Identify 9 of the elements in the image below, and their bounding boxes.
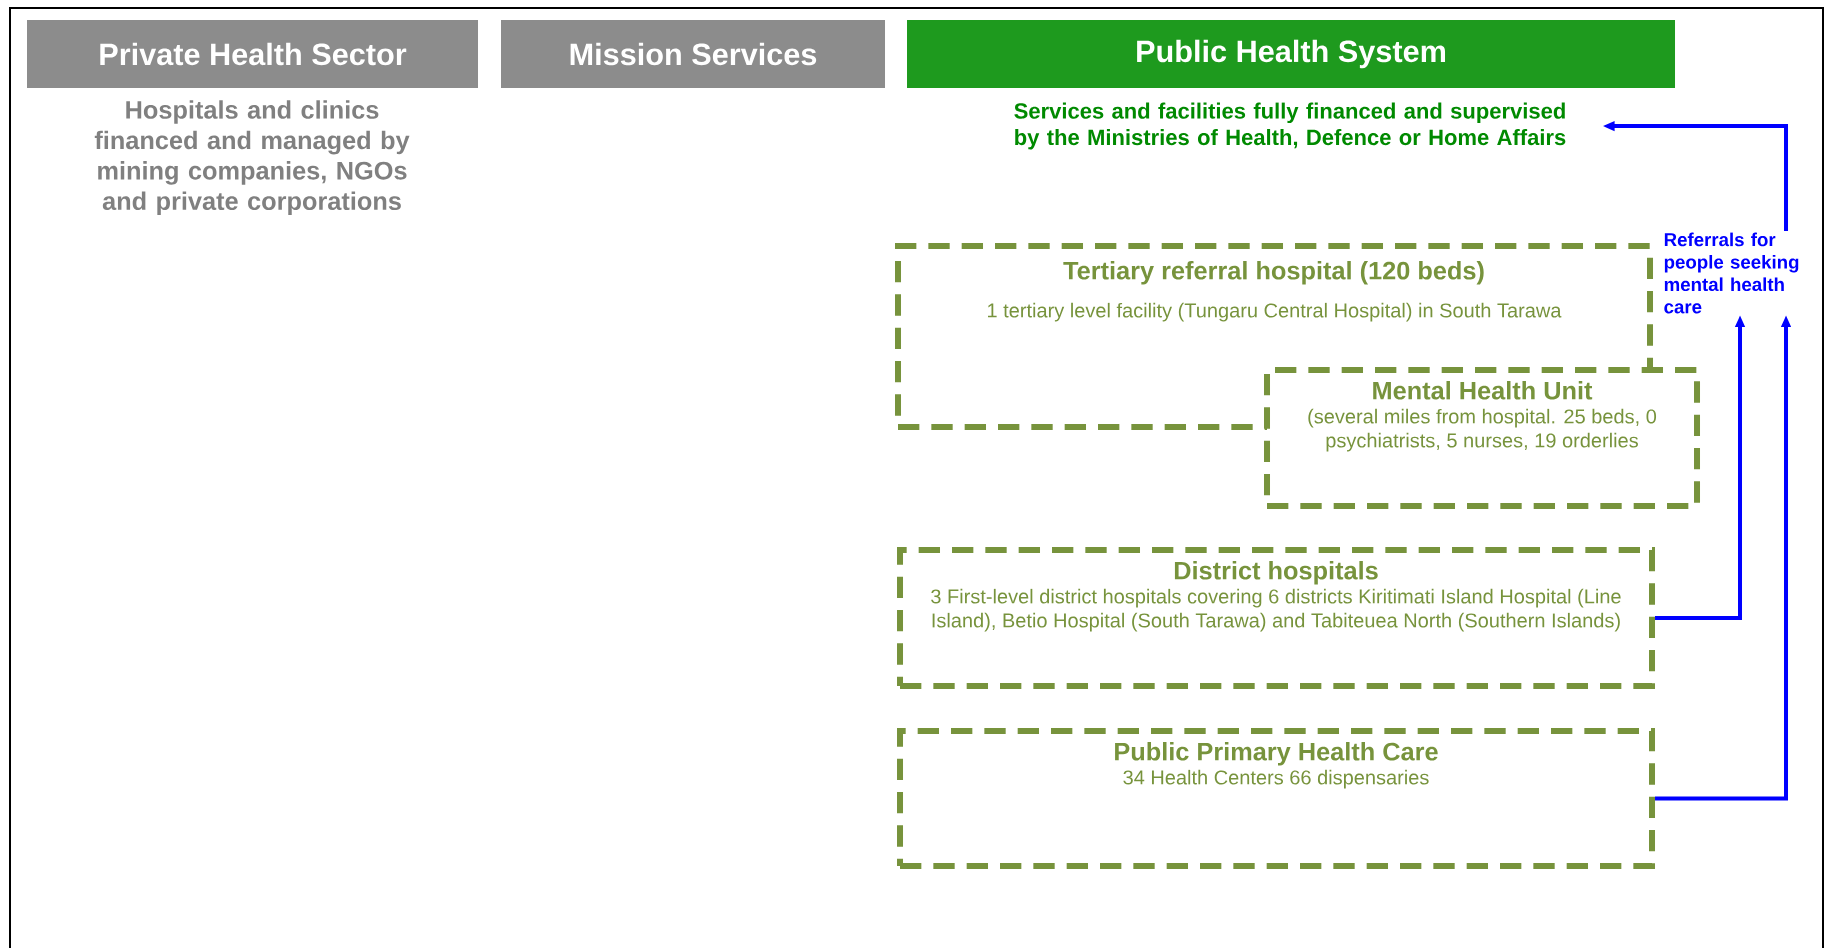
header-bar: Private Health Sector [27,20,478,88]
note-text: Referrals for people seeking mental health care [1664,232,1799,314]
header-bar: Public Health System [907,20,1675,88]
header-bar: Mission Services [501,20,885,88]
note-text: Services and facilities fully financed and supervised by the Ministries of Health, Defence or Home Affairs [1014,102,1566,150]
dashed-box: Mental Health Unit (several miles from hospital. 25 beds, 0 psychiatrists, 5 nurses, 19 orderlies [1264,367,1700,509]
description-text: Hospitals and clinics financed and managed by mining companies, NGOs and private corporations [94,100,410,216]
dashed-box: District hospitals 3 First-level district hospitals covering 6 districts Kiritimati Island Hospital (Line Island), Betio Hospital (South Tarawa) and Tabiteuea North (Southern Islands) [897,547,1655,689]
dashed-box: Public Primary Health Care 34 Health Centers 66 dispensaries [897,728,1655,869]
